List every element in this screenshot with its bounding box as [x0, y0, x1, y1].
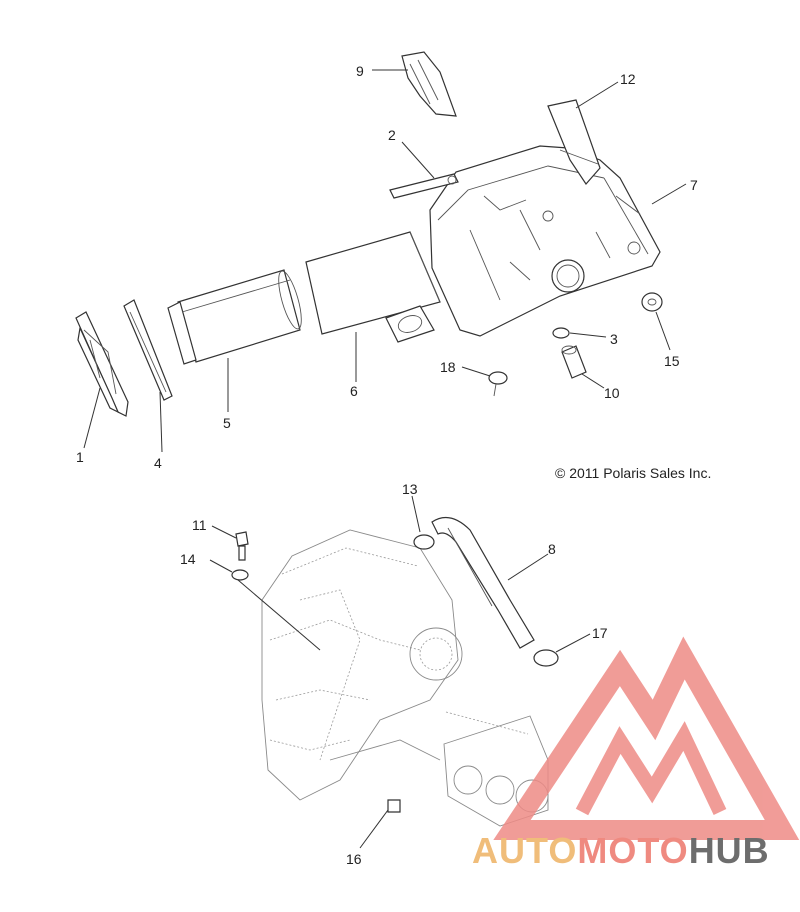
- callout-17: 17: [592, 625, 608, 641]
- callout-6: 6: [350, 383, 358, 399]
- watermark-brand-text: AUTOMOTOHUB: [472, 830, 770, 872]
- callout-3: 3: [610, 331, 618, 347]
- callout-2: 2: [388, 127, 396, 143]
- part-2-clamp: [389, 173, 459, 199]
- callout-16: 16: [346, 851, 362, 867]
- part-18-fastener: [488, 371, 508, 397]
- watermark-logo: [493, 636, 800, 840]
- watermark-auto: AUTO: [472, 830, 578, 871]
- callout-9: 9: [356, 63, 364, 79]
- part-1-airbox-cover: [75, 311, 129, 417]
- callout-1: 1: [76, 449, 84, 465]
- engine-ghost-outline: [261, 529, 463, 801]
- part-3-o-ring: [552, 327, 570, 339]
- callout-15: 15: [664, 353, 680, 369]
- watermark-hub: HUB: [688, 830, 770, 871]
- part-17-hose-clamp: [533, 649, 559, 667]
- part-6-prefilter-sleeve: [305, 231, 441, 335]
- callout-14: 14: [180, 551, 196, 567]
- part-14-washer: [231, 569, 249, 581]
- part-12-intake-duct: [547, 99, 601, 185]
- part-16-plug: [387, 799, 401, 813]
- copyright-notice: © 2011 Polaris Sales Inc.: [555, 465, 712, 481]
- part-15-grommet: [641, 292, 663, 312]
- watermark-moto: MOTO: [577, 830, 689, 871]
- callout-13: 13: [402, 481, 418, 497]
- callout-7: 7: [690, 177, 698, 193]
- callout-8: 8: [548, 541, 556, 557]
- callout-labels: 1 2 3 4 5 6 7 8 9 10 11 12 13 14 15 16 1…: [76, 63, 698, 867]
- part-8-breather-hose: [431, 516, 535, 649]
- part-9-latch-cover: [401, 51, 457, 117]
- callout-18: 18: [440, 359, 456, 375]
- part-10-drain-valve: [561, 345, 587, 379]
- callout-10: 10: [604, 385, 620, 401]
- part-7-airbox-housing: [385, 145, 661, 343]
- callout-11: 11: [192, 517, 207, 533]
- part-11-bolt: [235, 531, 249, 561]
- callout-4: 4: [154, 455, 162, 471]
- leader-lines: [83, 69, 687, 849]
- callout-5: 5: [223, 415, 231, 431]
- callout-12: 12: [620, 71, 636, 87]
- part-4-gasket-frame: [123, 299, 173, 401]
- part-5-filter-element: [167, 269, 302, 365]
- part-13-hose-clamp: [413, 534, 435, 550]
